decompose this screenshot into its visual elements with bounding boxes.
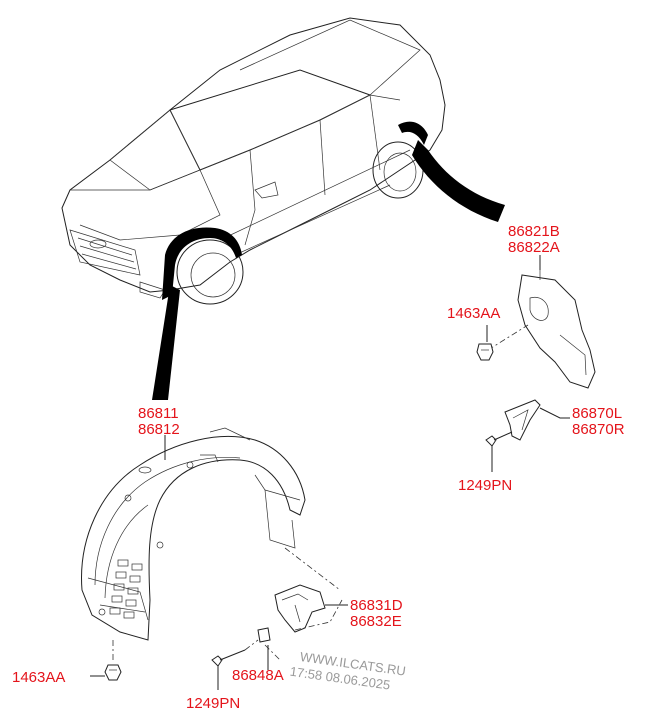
clip-86848a xyxy=(257,627,281,661)
guide-line-lower xyxy=(294,599,343,631)
screw-1249pn-left xyxy=(211,639,259,667)
label-86870r: 86870R xyxy=(572,421,625,438)
front-mud-flap xyxy=(274,584,326,633)
screw-1249pn-right xyxy=(485,431,513,447)
clip-1463aa-left xyxy=(104,640,122,681)
label-86831d: 86831D xyxy=(350,597,403,614)
label-86832e: 86832E xyxy=(350,613,402,630)
watermark: WWW.ILCATS.RU 17:58 08.06.2025 xyxy=(289,649,407,693)
label-86822a: 86822A xyxy=(508,239,560,256)
leader-86870 xyxy=(539,407,570,419)
label-1463aa-right: 1463AA xyxy=(447,305,500,322)
label-1249pn-right: 1249PN xyxy=(458,477,512,494)
clip-1463aa-right xyxy=(476,343,494,361)
label-86811: 86811 xyxy=(138,405,179,422)
label-1249pn-left: 1249PN xyxy=(186,695,240,712)
label-86870l: 86870L xyxy=(572,405,622,422)
rear-wheel-guard xyxy=(517,268,596,389)
label-86821b: 86821B xyxy=(508,223,560,240)
guide-line-rear-clip xyxy=(487,324,529,351)
car-illustration xyxy=(61,17,505,400)
rear-mud-flap xyxy=(504,399,541,441)
guide-line-upper xyxy=(284,547,341,591)
label-1463aa-left: 1463AA xyxy=(12,669,65,686)
label-86848a: 86848A xyxy=(232,667,284,684)
label-86812: 86812 xyxy=(138,421,180,438)
front-wheel-guard xyxy=(81,427,306,641)
